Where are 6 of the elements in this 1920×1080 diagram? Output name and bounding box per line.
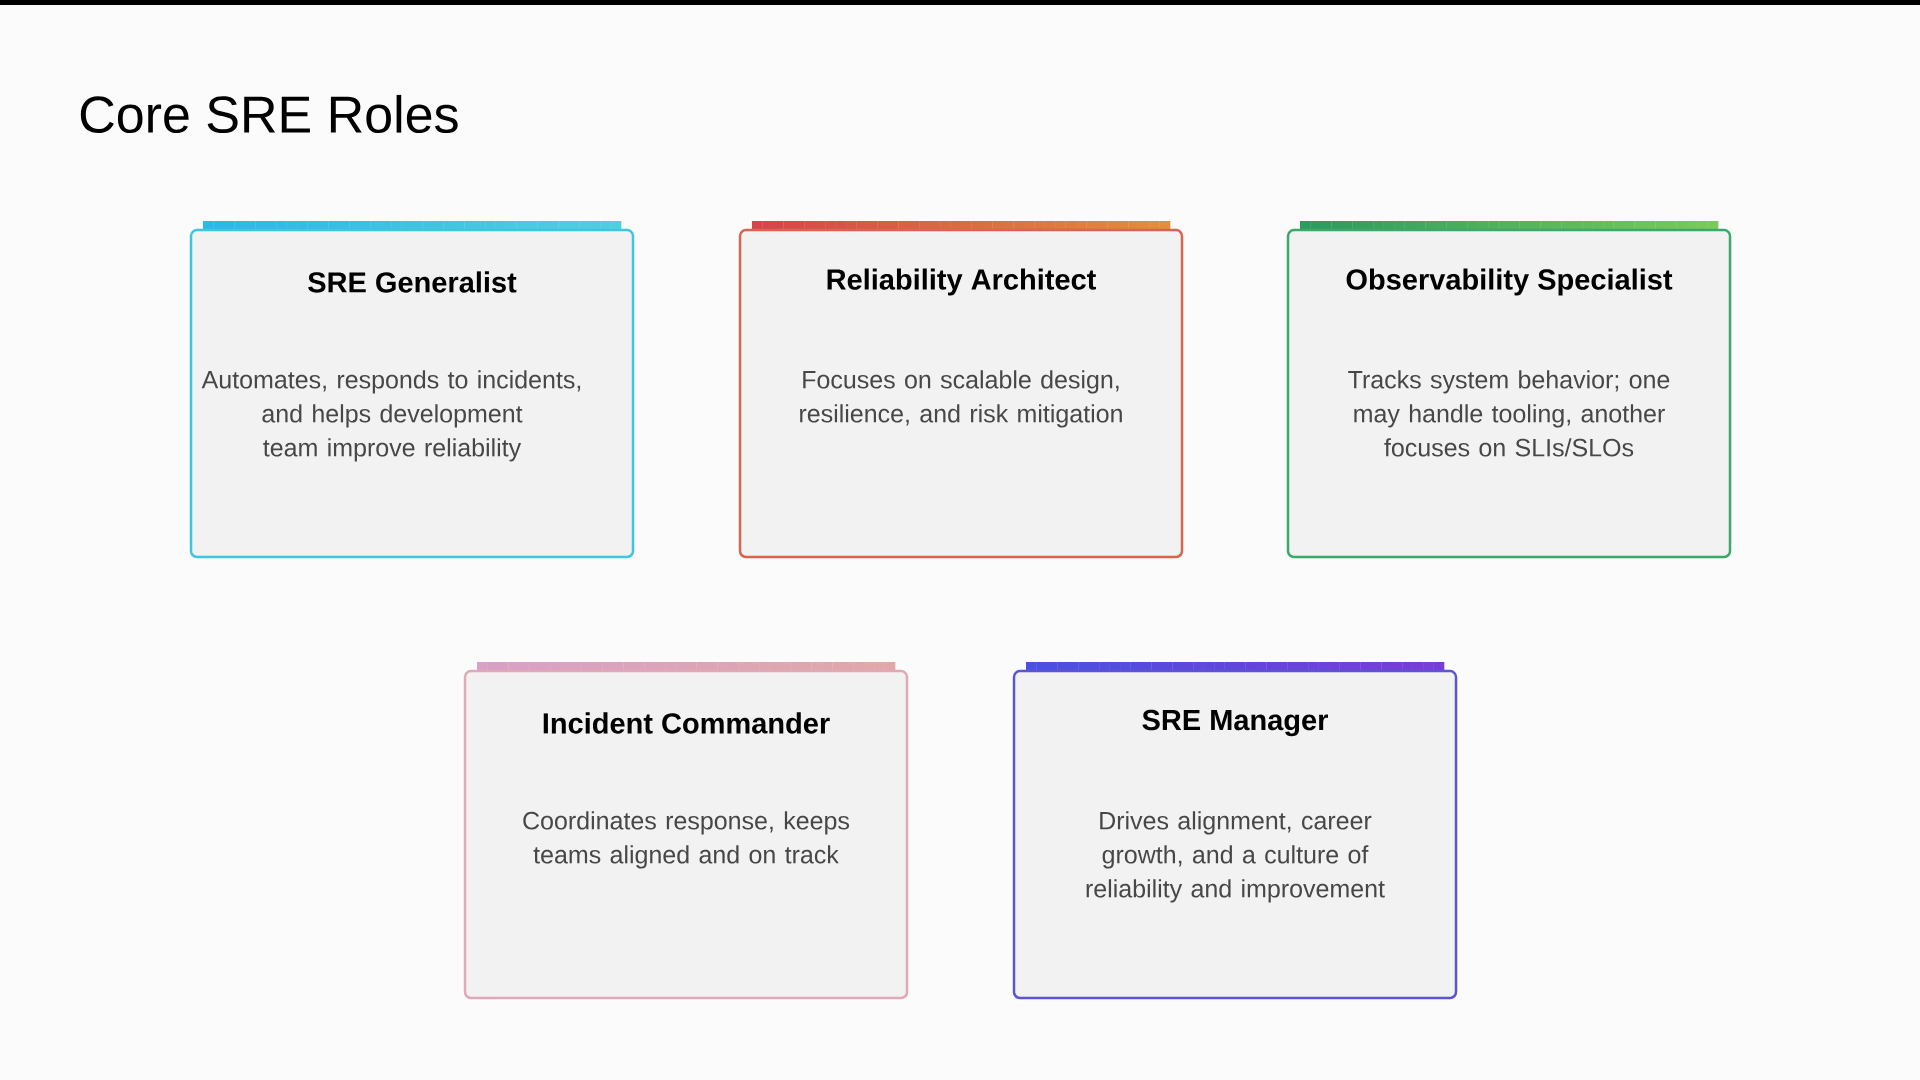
role-card: Observability Specialist Tracks system behavior; one may handle tooling, another focuses on SLIs/SLOs — [1286, 221, 1732, 559]
role-card: Incident Commander Coordinates response, keeps teams aligned and on track — [463, 662, 909, 1000]
role-card: Reliability Architect Focuses on scalable design, resilience, and risk mitigation — [738, 221, 1184, 559]
role-card: SRE Manager Drives alignment, career growth, and a culture of reliability and improvement — [1012, 662, 1458, 1000]
role-card: SRE Generalist Automates, responds to incidents, and helps development team improve reliability — [189, 221, 635, 559]
slide-title: Core SRE Roles — [80, 94, 458, 134]
